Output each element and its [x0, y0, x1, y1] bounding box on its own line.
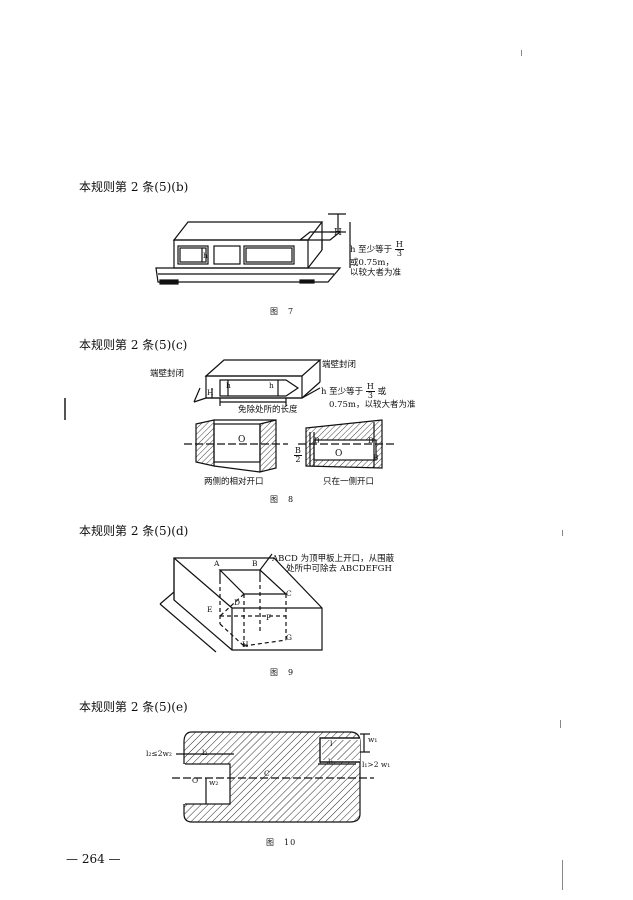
figure-9-diagram: [159, 553, 323, 653]
heading-5e: 本规则第 2 条(5)(e): [79, 700, 188, 714]
plan-B-right-label: B: [368, 436, 374, 445]
dim-H-label: H: [334, 228, 342, 238]
figure-8-top-diagram: [193, 359, 322, 406]
label-C: C: [264, 769, 270, 778]
vertex-H-label: H: [242, 640, 249, 649]
dim-h-left-label: h: [226, 381, 231, 390]
label-exempt-length: 免除处所的长度: [238, 405, 298, 415]
caption-figure-8: 图 8: [270, 495, 295, 504]
heading-5d: 本规则第 2 条(5)(d): [79, 524, 189, 538]
figure-10-diagram: [172, 731, 374, 823]
dim-l-top-label: l: [330, 739, 333, 748]
figure-7-diagram: [155, 213, 351, 285]
heading-5b: 本规则第 2 条(5)(b): [79, 180, 189, 194]
subcaption-two-side: 两侧的相对开口: [204, 477, 264, 487]
note-figure-9: ABCD 为顶甲板上开口，从围蔽 处所中可除去 ABCDEFGH: [272, 554, 395, 575]
figure-8-plan-diagram: [184, 419, 396, 473]
label-end-wall-right: 端壁封闭: [322, 360, 357, 370]
label-end-wall-left: 端壁封闭: [150, 369, 185, 379]
dim-w1-label: w₁: [368, 735, 378, 744]
vertex-C-label: C: [286, 589, 292, 598]
heading-5c: 本规则第 2 条(5)(c): [79, 338, 188, 352]
caption-figure-9: 图 9: [270, 668, 295, 677]
label-O: O: [192, 776, 199, 785]
page-number: — 264 —: [66, 852, 121, 866]
plan-right-O-label: O: [335, 449, 343, 459]
plan-B1-label: B: [373, 453, 379, 462]
rule-left-label: l₂≤2w₂: [146, 749, 172, 758]
vertex-E-label: E: [207, 605, 213, 614]
caption-figure-10: 图 10: [266, 838, 297, 847]
vertex-G-label: G: [286, 633, 292, 642]
caption-figure-7: 图 7: [270, 307, 295, 316]
dim-l1-label: l₁: [328, 757, 334, 766]
vertex-B-label: B: [252, 559, 258, 568]
vertex-D-label: D: [234, 598, 241, 607]
dim-w2-label: w₂: [209, 778, 219, 787]
dim-l2-label: l₂: [202, 748, 208, 757]
rule-right-label: l₁>2 w₁: [362, 760, 391, 769]
subcaption-one-side: 只在一侧开口: [323, 477, 375, 487]
vertex-A-label: A: [214, 559, 220, 568]
vertex-F-label: F: [266, 613, 272, 622]
plan-left-O-label: O: [238, 435, 246, 445]
dim-H-label: H: [207, 388, 214, 397]
plan-B-left-label: B: [314, 436, 320, 445]
dim-h-label: h: [203, 251, 208, 260]
dim-h-right-label: h: [269, 381, 274, 390]
